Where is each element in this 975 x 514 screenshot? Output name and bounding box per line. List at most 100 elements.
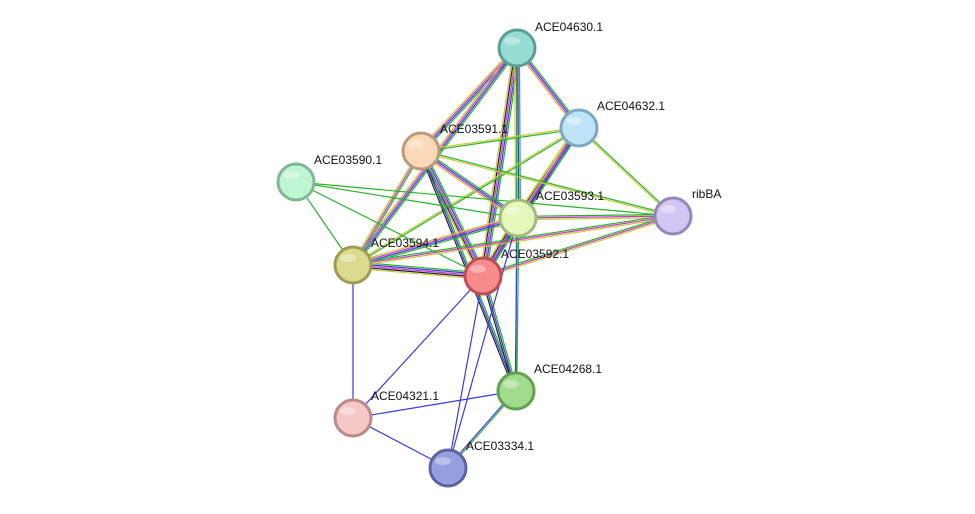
- edge-evidence-line: [480, 47, 517, 276]
- edge-ace03591-1-ace03594-1: [351, 149, 423, 267]
- node-highlight: [340, 254, 356, 262]
- edge-evidence-line: [516, 218, 520, 392]
- node-label: ACE03592.1: [501, 247, 569, 261]
- edge-evidence-line: [352, 264, 484, 277]
- edge-evidence-line: [514, 217, 518, 391]
- node-circle[interactable]: [498, 198, 538, 238]
- edge-ace03591-1-ribba: [420, 149, 674, 218]
- node-label: ACE03590.1: [314, 153, 382, 167]
- edge-evidence-line: [483, 48, 520, 277]
- node-circle[interactable]: [559, 108, 599, 148]
- edge-evidence-line: [482, 215, 674, 277]
- edge-evidence-line: [352, 390, 517, 419]
- edge-evidence-line: [295, 181, 674, 217]
- edge-evidence-line: [420, 126, 579, 151]
- node-ace04268-1[interactable]: ACE04268.1: [496, 362, 602, 411]
- edge-ace03592-1-ace04268-1: [480, 275, 519, 392]
- edge-evidence-line: [295, 181, 484, 277]
- edge-evidence-line: [479, 47, 515, 276]
- edge-ace03592-1-ribba: [482, 213, 674, 279]
- edge-evidence-line: [423, 149, 487, 275]
- node-label: ACE04321.1: [371, 389, 439, 403]
- node-ace03590-1[interactable]: ACE03590.1: [276, 153, 382, 202]
- edge-evidence-line: [420, 151, 673, 218]
- node-ace04632-1[interactable]: ACE04632.1: [559, 99, 665, 148]
- edge-evidence-line: [419, 47, 517, 151]
- node-circle[interactable]: [276, 162, 316, 202]
- edge-evidence-line: [480, 276, 516, 392]
- edge-evidence-line: [482, 47, 518, 277]
- edge-ace04268-1-ace04321-1: [352, 390, 517, 419]
- edge-evidence-line: [482, 213, 673, 276]
- edge-evidence-line: [351, 149, 421, 265]
- edge-evidence-line: [514, 48, 517, 219]
- node-circle[interactable]: [496, 371, 536, 411]
- edge-ace03590-1-ace03592-1: [295, 181, 484, 277]
- node-label: ACE04268.1: [534, 362, 602, 376]
- edge-ace04632-1-ace03591-1: [420, 126, 580, 153]
- edge-ace04630-1-ace03592-1: [479, 47, 521, 277]
- edge-evidence-line: [517, 213, 673, 218]
- edge-evidence-line: [352, 215, 518, 264]
- edge-evidence-line: [421, 150, 485, 276]
- edge-evidence-line: [353, 151, 423, 267]
- edge-evidence-line: [421, 48, 519, 152]
- edge-evidence-line: [352, 126, 579, 265]
- edge-evidence-line: [352, 275, 484, 419]
- node-highlight: [503, 380, 519, 388]
- node-label: ACE04632.1: [597, 99, 665, 113]
- node-label: ACE03591.1: [440, 122, 508, 136]
- edge-ace03593-1-ace04268-1: [514, 217, 520, 392]
- node-highlight: [435, 457, 451, 465]
- edge-evidence-line: [352, 150, 422, 266]
- node-ribba[interactable]: ribBA: [653, 187, 721, 236]
- edge-evidence-line: [578, 128, 673, 218]
- node-highlight: [340, 407, 356, 415]
- node-ace03591-1[interactable]: ACE03591.1: [401, 122, 508, 171]
- edge-evidence-line: [421, 128, 580, 153]
- node-ace03334-1[interactable]: ACE03334.1: [428, 439, 534, 488]
- node-ace04321-1[interactable]: ACE04321.1: [333, 389, 439, 438]
- node-circle[interactable]: [428, 448, 468, 488]
- node-circle[interactable]: [497, 28, 537, 68]
- edge-evidence-line: [352, 216, 518, 265]
- node-ace03593-1[interactable]: ACE03593.1: [498, 189, 604, 238]
- edge-evidence-line: [447, 275, 484, 469]
- edge-evidence-line: [421, 149, 519, 218]
- edge-ace04630-1-ace03591-1: [418, 45, 520, 154]
- edge-ace03592-1-ace03334-1: [447, 275, 484, 469]
- node-label: ribBA: [692, 187, 721, 201]
- node-highlight: [504, 37, 520, 45]
- edge-evidence-line: [482, 275, 517, 392]
- edge-evidence-line: [419, 152, 517, 221]
- node-ace04630-1[interactable]: ACE04630.1: [497, 20, 603, 68]
- node-highlight: [505, 207, 521, 215]
- edge-evidence-line: [422, 49, 520, 154]
- node-circle[interactable]: [653, 196, 693, 236]
- edge-evidence-line: [579, 126, 674, 216]
- edge-ace04632-1-ribba: [578, 126, 674, 218]
- edge-evidence-line: [483, 216, 674, 279]
- edge-evidence-line: [517, 47, 520, 218]
- edge-ace03593-1-ribba: [517, 213, 674, 221]
- node-label: ACE04630.1: [535, 20, 603, 34]
- node-label: ACE03334.1: [466, 439, 534, 453]
- node-circle[interactable]: [401, 131, 441, 171]
- edge-evidence-line: [352, 215, 674, 266]
- edge-evidence-line: [447, 217, 519, 469]
- edge-evidence-line: [517, 215, 674, 219]
- edge-ace03590-1-ribba: [295, 181, 674, 217]
- node-circle[interactable]: [333, 398, 373, 438]
- node-circle[interactable]: [463, 256, 503, 296]
- edge-evidence-line: [352, 265, 483, 279]
- edge-evidence-line: [353, 216, 674, 268]
- node-highlight: [283, 171, 299, 179]
- edge-evidence-line: [483, 275, 519, 391]
- node-circle[interactable]: [333, 245, 373, 285]
- node-ace03592-1[interactable]: ACE03592.1: [463, 247, 569, 296]
- edge-evidence-line: [352, 267, 483, 280]
- node-ace03594-1[interactable]: ACE03594.1: [333, 236, 439, 285]
- edge-ace03593-1-ace03334-1: [447, 217, 519, 469]
